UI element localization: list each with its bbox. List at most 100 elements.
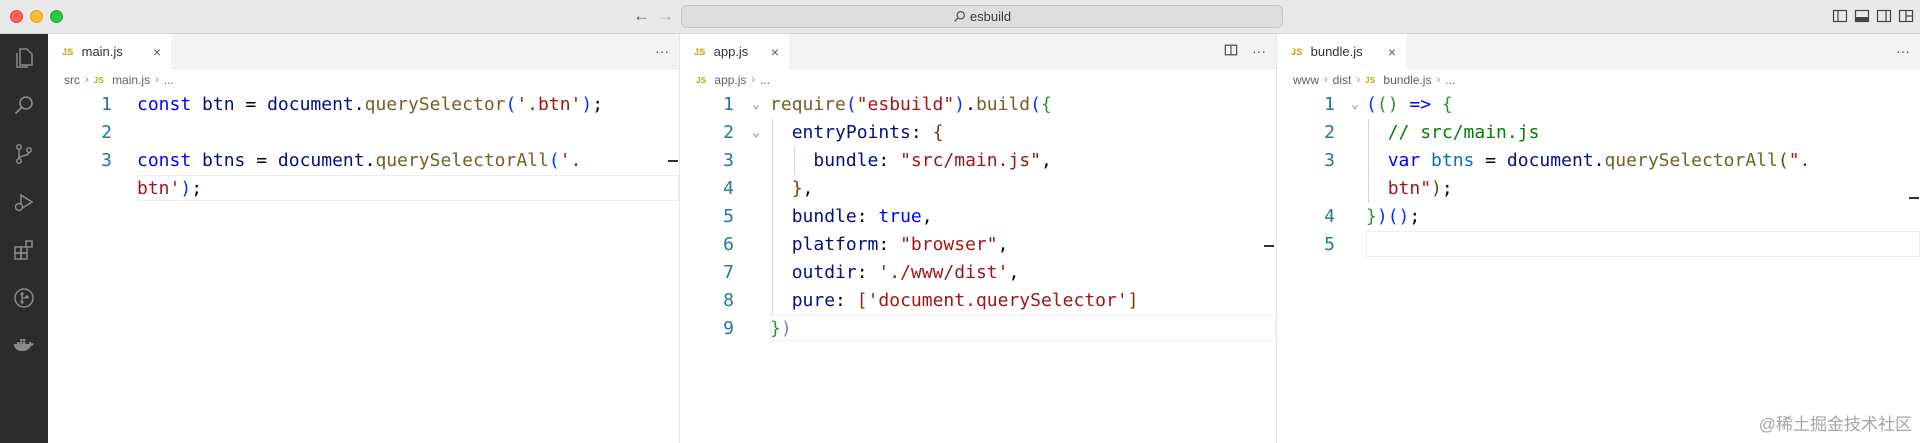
more-actions-icon[interactable]: ··· bbox=[655, 43, 669, 59]
source-control-icon[interactable] bbox=[10, 140, 38, 168]
command-center-search[interactable]: esbuild bbox=[681, 5, 1283, 28]
code-line[interactable]: 1⌄require("esbuild").build({ bbox=[680, 91, 1276, 119]
code-line[interactable]: 8 pure: ['document.querySelector'] bbox=[680, 287, 1276, 315]
fold-chevron-icon[interactable]: ⌄ bbox=[752, 125, 760, 140]
code-line[interactable]: 5 bbox=[1277, 231, 1920, 259]
chevron-right-icon: › bbox=[85, 74, 89, 86]
code-token: const bbox=[137, 150, 192, 171]
breadcrumb-item[interactable]: ... bbox=[163, 73, 174, 87]
code-token bbox=[1399, 94, 1410, 115]
code-token: bundle bbox=[813, 150, 879, 171]
more-actions-icon[interactable]: ··· bbox=[1896, 43, 1910, 59]
breadcrumb-item[interactable]: main.js bbox=[112, 73, 151, 87]
code-token bbox=[770, 150, 813, 171]
forward-arrow-icon[interactable]: → bbox=[657, 6, 674, 25]
code-token: } bbox=[770, 318, 781, 339]
overview-ruler-mark bbox=[1909, 197, 1919, 199]
tab-main-js[interactable]: JS main.js × bbox=[48, 34, 172, 69]
extensions-icon[interactable] bbox=[10, 236, 38, 264]
breadcrumb-item[interactable]: bundle.js bbox=[1383, 73, 1432, 87]
overview-ruler-mark bbox=[1264, 245, 1274, 247]
breadcrumb-item[interactable]: www bbox=[1293, 73, 1319, 87]
code-line[interactable]: 4 })(); bbox=[1277, 203, 1920, 231]
breadcrumb-item[interactable]: ... bbox=[1445, 73, 1456, 87]
tab-app-js[interactable]: JS app.js × bbox=[680, 34, 790, 69]
customize-layout-icon[interactable] bbox=[1898, 8, 1914, 24]
close-tab-icon[interactable]: × bbox=[152, 43, 161, 60]
code-line[interactable]: 6 platform: "browser", bbox=[680, 231, 1276, 259]
code-token: : bbox=[878, 234, 901, 255]
code-text: var btns = document.querySelectorAll(". bbox=[1366, 147, 1811, 175]
breadcrumb-item[interactable]: app.js bbox=[714, 73, 747, 87]
explorer-icon[interactable] bbox=[10, 44, 38, 72]
code-token: : bbox=[856, 206, 879, 227]
remote-icon[interactable] bbox=[10, 284, 38, 312]
code-line[interactable]: 5 bundle: true, bbox=[680, 203, 1276, 231]
docker-icon[interactable] bbox=[10, 332, 38, 360]
tab-bar: JS app.js × ··· bbox=[680, 34, 1276, 69]
code-token: ( bbox=[1030, 94, 1041, 115]
code-token: require bbox=[770, 94, 846, 115]
code-line[interactable]: 1⌄(() => { bbox=[1277, 91, 1920, 119]
code-token: ) bbox=[954, 94, 966, 115]
code-token: . bbox=[1593, 150, 1605, 171]
line-number: 8 bbox=[723, 290, 734, 311]
fold-chevron-icon[interactable]: ⌄ bbox=[752, 97, 760, 112]
toggle-secondary-sidebar-icon[interactable] bbox=[1876, 8, 1892, 24]
close-window-button[interactable] bbox=[10, 10, 23, 23]
code-line[interactable]: 7 outdir: './www/dist', bbox=[680, 259, 1276, 287]
code-token: ; bbox=[191, 178, 203, 199]
code-token: const bbox=[137, 94, 192, 115]
code-token: var bbox=[1387, 150, 1421, 171]
breadcrumb-item[interactable]: src bbox=[64, 73, 80, 87]
code-token: ( bbox=[1777, 150, 1789, 171]
split-editor-icon[interactable] bbox=[1224, 43, 1238, 60]
run-debug-icon[interactable] bbox=[10, 188, 38, 216]
minimize-window-button[interactable] bbox=[30, 10, 43, 23]
code-text: })(); bbox=[1366, 203, 1420, 231]
toggle-primary-sidebar-icon[interactable] bbox=[1832, 8, 1848, 24]
breadcrumb-item[interactable]: dist bbox=[1332, 73, 1352, 87]
code-token: ) bbox=[1431, 178, 1442, 199]
zoom-window-button[interactable] bbox=[50, 10, 63, 23]
code-line[interactable]: btn'); bbox=[48, 175, 679, 203]
group-divider[interactable] bbox=[1276, 34, 1277, 443]
code-text: btn"); bbox=[1366, 175, 1453, 203]
code-token: . bbox=[965, 94, 976, 115]
code-line[interactable]: 2 // src/main.js bbox=[1277, 119, 1920, 147]
code-line[interactable]: 3 var btns = document.querySelectorAll("… bbox=[1277, 147, 1920, 175]
code-text: require("esbuild").build({ bbox=[770, 91, 1052, 119]
line-number: 4 bbox=[1324, 206, 1335, 227]
close-tab-icon[interactable]: × bbox=[770, 43, 779, 60]
code-token: ) bbox=[581, 94, 593, 115]
code-line[interactable]: 9}) bbox=[680, 315, 1276, 343]
code-line[interactable]: 4 }, bbox=[680, 175, 1276, 203]
back-arrow-icon[interactable]: ← bbox=[633, 6, 650, 25]
line-number: 1 bbox=[101, 94, 112, 115]
code-line[interactable]: 2⌄ entryPoints: { bbox=[680, 119, 1276, 147]
close-tab-icon[interactable]: × bbox=[1387, 43, 1396, 60]
chevron-right-icon: › bbox=[1324, 74, 1328, 86]
code-line[interactable]: btn"); bbox=[1277, 175, 1920, 203]
code-editor[interactable]: 1⌄require("esbuild").build({2⌄ entryPoin… bbox=[680, 91, 1276, 343]
fold-chevron-icon[interactable]: ⌄ bbox=[1351, 97, 1359, 112]
toggle-panel-icon[interactable] bbox=[1854, 8, 1870, 24]
code-line[interactable]: 2 bbox=[48, 119, 679, 147]
code-token bbox=[770, 234, 792, 255]
group-divider[interactable] bbox=[679, 34, 680, 443]
more-actions-icon[interactable]: ··· bbox=[1252, 43, 1266, 59]
code-token: ) bbox=[780, 318, 792, 339]
tab-bundle-js[interactable]: JS bundle.js × bbox=[1277, 34, 1407, 69]
current-line-highlight bbox=[770, 315, 1276, 341]
title-bar: ← → esbuild bbox=[0, 0, 1920, 34]
code-token: { bbox=[1441, 94, 1453, 115]
code-text: }, bbox=[770, 175, 814, 203]
line-number: 5 bbox=[723, 206, 734, 227]
code-line[interactable]: 3 bundle: "src/main.js", bbox=[680, 147, 1276, 175]
breadcrumb-item[interactable]: ... bbox=[760, 73, 771, 87]
search-icon[interactable] bbox=[10, 92, 38, 120]
